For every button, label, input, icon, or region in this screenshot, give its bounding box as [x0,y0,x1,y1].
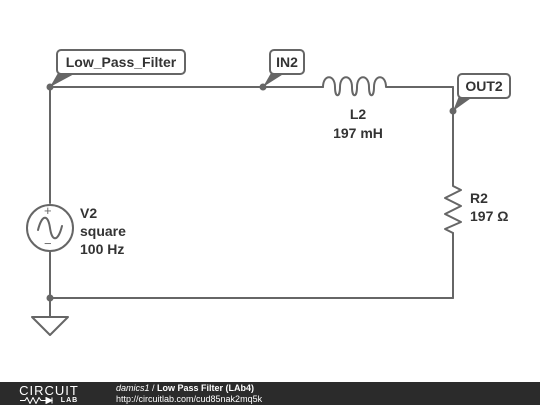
ground-icon [31,316,69,336]
source-freq-label: 100 Hz [80,241,124,257]
resistor-value-label: 197 Ω [470,208,508,224]
circuit-title-link[interactable]: Low Pass Filter (LAb4) [157,382,255,393]
node-tag-out2[interactable]: OUT2 [453,73,511,111]
svg-text:IN2: IN2 [276,54,298,70]
svg-text:Low_Pass_Filter: Low_Pass_Filter [66,54,177,70]
source-type-label: square [80,223,126,239]
resistor-r2-symbol [444,181,462,234]
logo-bottom-text: LAB [60,396,79,404]
voltage-source-v2-symbol [26,204,74,252]
footer-title-line: damics1 / Low Pass Filter (LAb4) [116,383,262,394]
resistor-diode-icon [19,396,53,404]
logo-top-text: CIRCUIT [19,382,79,398]
sine-wave-icon [37,216,63,240]
footer-info: damics1 / Low Pass Filter (LAb4) http://… [116,383,262,405]
source-name-label: V2 [80,205,97,221]
inductor-value-label: 197 mH [333,125,383,141]
footer-bar: CIRCUIT LAB damics1 / Low Pass Filter (L… [0,382,540,405]
logo-bottom-row: LAB [19,396,79,404]
circuit-schematic: L2 197 mH R2 197 Ω + − V2 square 100 Hz … [26,49,511,336]
circuitlab-logo[interactable]: CIRCUIT LAB [0,382,98,405]
inductor-l2-symbol [322,76,394,97]
inductor-name-label: L2 [350,106,367,122]
junction-dot-ground [46,294,54,302]
svg-text:OUT2: OUT2 [465,78,503,94]
source-plus-sign: + [44,203,52,218]
node-tag-low-pass-filter[interactable]: Low_Pass_Filter [50,49,186,87]
footer-separator: / [149,382,158,393]
author-link[interactable]: damics1 [116,382,150,393]
source-minus-sign: − [44,236,52,251]
circuit-url-link[interactable]: http://circuitlab.com/cud85nak2mq5k [116,393,263,404]
resistor-name-label: R2 [470,190,488,206]
node-tag-in2[interactable]: IN2 [263,49,305,87]
